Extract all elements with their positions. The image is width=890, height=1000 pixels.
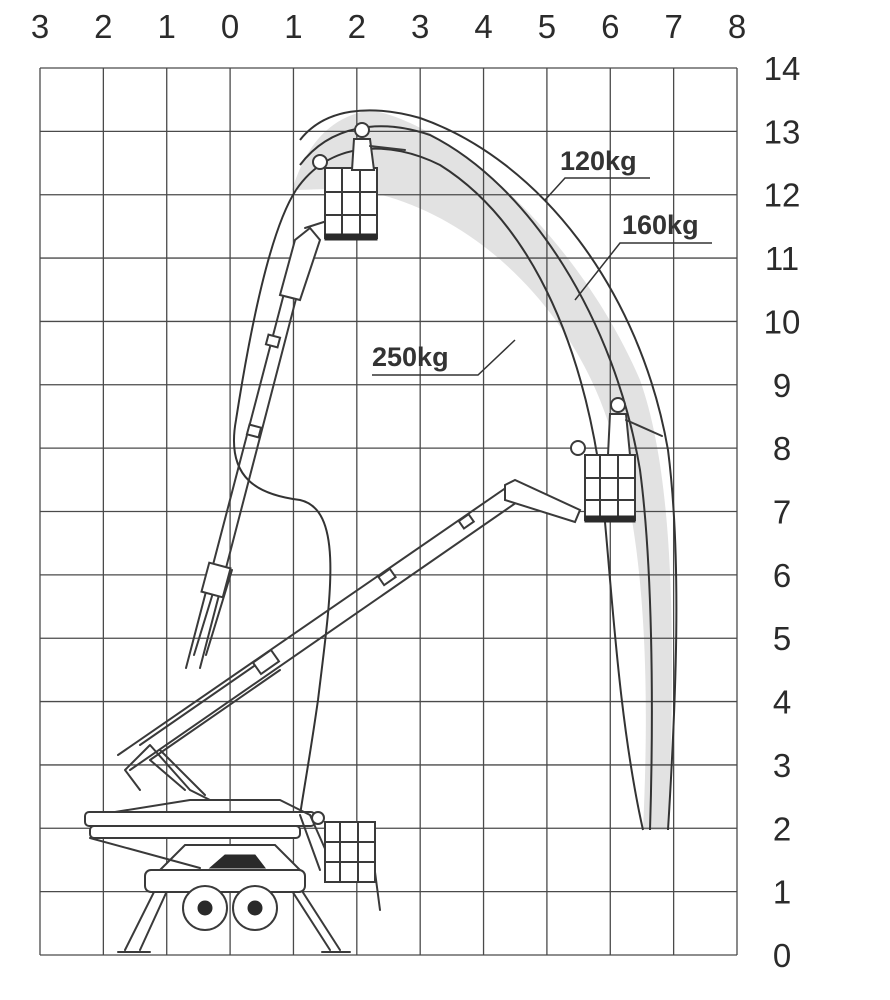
y-tick-label: 8 (773, 430, 791, 467)
envelope-160kg-curve (299, 125, 653, 831)
y-tick-label: 7 (773, 494, 791, 531)
leader-160kg (574, 242, 712, 301)
y-tick-label: 0 (773, 937, 791, 974)
outreach-boom-drawing (117, 397, 663, 801)
x-tick-label: 3 (31, 8, 49, 45)
y-tick-label: 1 (773, 874, 791, 911)
stowed-machine-drawing (84, 799, 381, 953)
y-tick-label: 6 (773, 557, 791, 594)
x-tick-label: 7 (664, 8, 682, 45)
y-tick-label: 3 (773, 747, 791, 784)
load-label-120kg: 120kg (560, 146, 637, 176)
x-tick-label: 1 (158, 8, 176, 45)
x-axis-ticks: 3 2 1 0 1 2 3 4 5 6 7 8 (31, 8, 746, 45)
y-tick-label: 2 (773, 810, 791, 847)
x-tick-label: 2 (94, 8, 112, 45)
leader-250kg (372, 339, 516, 376)
x-tick-label: 6 (601, 8, 619, 45)
x-tick-label: 0 (221, 8, 239, 45)
max-height-boom-drawing (185, 122, 406, 669)
inner-limit-curve (233, 189, 332, 831)
y-tick-label: 10 (764, 303, 801, 340)
x-tick-label: 1 (284, 8, 302, 45)
y-tick-label: 4 (773, 684, 791, 721)
x-tick-label: 3 (411, 8, 429, 45)
y-tick-label: 11 (765, 240, 799, 277)
load-label-160kg: 160kg (622, 210, 699, 240)
y-tick-label: 14 (764, 50, 801, 87)
leader-120kg (544, 177, 650, 201)
x-tick-label: 2 (348, 8, 366, 45)
x-tick-label: 4 (474, 8, 492, 45)
y-tick-label: 12 (764, 177, 801, 214)
y-tick-label: 13 (764, 113, 801, 150)
x-tick-label: 5 (538, 8, 556, 45)
x-tick-label: 8 (728, 8, 746, 45)
envelope-250kg-curve (295, 147, 644, 831)
load-label-250kg: 250kg (372, 342, 449, 372)
y-tick-label: 5 (773, 620, 791, 657)
envelope-120kg-curve (299, 109, 678, 831)
y-tick-label: 9 (773, 367, 791, 404)
